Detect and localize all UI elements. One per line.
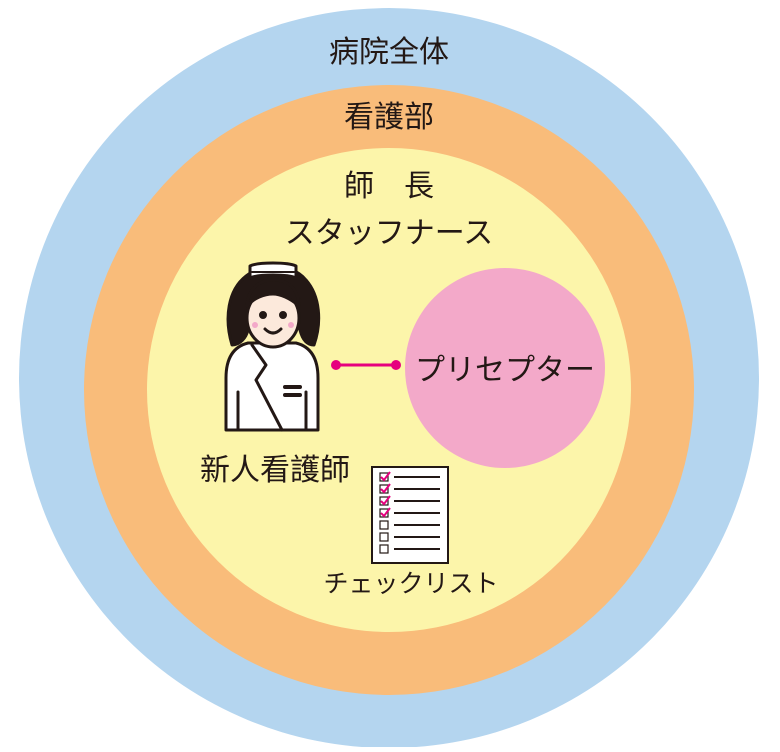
checklist-rows	[379, 471, 440, 554]
nurse-cap	[248, 261, 298, 280]
checklist-label: チェックリスト	[323, 569, 498, 598]
checklist-checkmark	[380, 483, 391, 494]
nurse-eye-right	[279, 311, 287, 319]
nursing-department-label: 看護部	[344, 100, 434, 135]
nurse-cheek-left	[252, 322, 258, 328]
mentor-link-start-dot	[331, 360, 341, 370]
nurse-eye-left	[259, 311, 267, 319]
checklist-checkmark	[380, 495, 391, 506]
new-nurse-label: 新人看護師	[200, 453, 350, 488]
nurse-bangs	[245, 278, 301, 308]
checklist-checkmark	[380, 507, 391, 518]
nurse-mouth	[263, 327, 283, 335]
nurse-uniform	[224, 341, 320, 432]
head-nurse-label: 師 長	[344, 169, 434, 204]
preceptor-label: プリセプター	[415, 353, 595, 388]
mentor-link-end-dot	[391, 360, 401, 370]
new-nurse-icon	[224, 261, 321, 432]
checklist-box	[379, 532, 389, 542]
hospital-label: 病院全体	[329, 35, 449, 70]
mentor-link	[331, 360, 401, 370]
checklist-checkmark	[380, 471, 391, 482]
checklist-box	[379, 520, 389, 530]
nurse-uniform-lapel	[250, 343, 284, 432]
checklist-document-icon	[371, 466, 449, 564]
preceptor-circle	[405, 268, 605, 468]
nurse-cheek-right	[288, 322, 294, 328]
staff-nurse-label: スタッフナース	[285, 216, 494, 251]
checklist-box	[379, 544, 389, 554]
